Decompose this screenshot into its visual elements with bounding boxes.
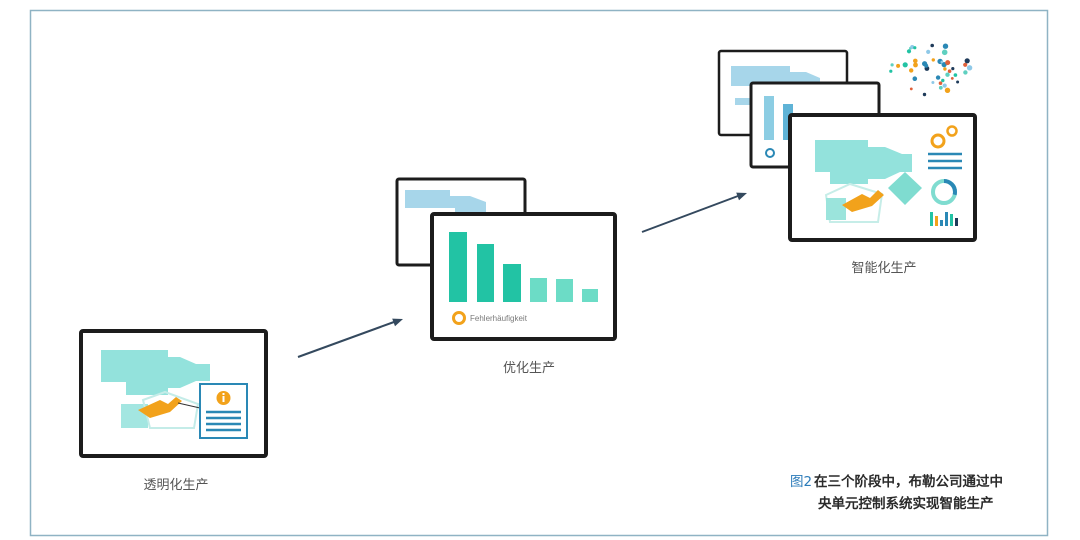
dot: [912, 76, 918, 81]
donut-chart-segment: [931, 179, 957, 205]
gear-icon: [930, 133, 946, 149]
stage3-back-block: [735, 98, 757, 105]
stage3-diamond-shape: [888, 172, 922, 205]
dot: [935, 75, 941, 80]
dot: [902, 62, 908, 68]
dot: [924, 63, 929, 68]
dot: [947, 69, 952, 73]
stage-intelligent-production: 智能化生产: [717, 43, 977, 276]
bar: [530, 278, 547, 302]
stage3-label: 智能化生产: [851, 261, 916, 276]
dot: [938, 81, 943, 85]
small-bar: [945, 212, 948, 226]
dot: [930, 43, 934, 48]
dot: [913, 62, 918, 68]
dot: [922, 92, 927, 97]
dot: [943, 67, 947, 71]
bar: [582, 289, 598, 302]
stage3-machine-block: [826, 198, 846, 220]
stage1-machine-shape: [101, 350, 210, 395]
small-bar: [940, 220, 943, 226]
dot: [963, 62, 968, 67]
dot: [889, 69, 893, 73]
stage3-back-ring: [765, 148, 775, 158]
warning-ring-icon: [452, 311, 466, 325]
stage2-back-machine-shape: [405, 190, 486, 214]
dot: [941, 49, 948, 56]
arrow-head: [392, 318, 403, 327]
stage3-machine-shape: [815, 140, 912, 184]
stage-transparent-production: 透明化生产: [79, 329, 268, 493]
caption-line-2: 央单元控制系统实现智能生产: [818, 495, 994, 512]
dot: [913, 58, 918, 64]
stage-optimized-production: Fehlerhäufigkeit 优化生产: [395, 177, 617, 376]
stage1-info-card: [199, 383, 248, 439]
small-bar: [950, 214, 953, 226]
dot: [940, 60, 944, 64]
small-bar: [935, 216, 938, 226]
dot: [896, 63, 901, 68]
stage2-screen-text: Fehlerhäufigkeit: [470, 314, 528, 323]
dot: [926, 49, 931, 55]
arrow-line: [297, 321, 395, 358]
arrow-stage1-to-stage2: [297, 318, 403, 358]
small-bar: [930, 212, 933, 226]
dot: [963, 70, 968, 75]
dot: [964, 58, 970, 64]
figure-caption: 图2 在三个阶段中，布勒公司通过中 央单元控制系统实现智能生产: [790, 473, 1003, 512]
info-icon-dot: [222, 393, 225, 395]
hand-icon: [138, 397, 182, 418]
dot: [956, 80, 960, 84]
bar-chart-icon: [449, 232, 598, 302]
gear-icon: [946, 125, 958, 137]
dot: [966, 65, 973, 71]
stage1-outline-shape: [141, 390, 200, 429]
dot: [931, 81, 935, 84]
dot: [890, 63, 894, 67]
stage1-label: 透明化生产: [143, 478, 208, 493]
dot: [931, 58, 935, 62]
caption-line-1: 在三个阶段中，布勒公司通过中: [814, 473, 1003, 490]
dot: [945, 72, 950, 77]
dot: [950, 77, 954, 80]
hand-icon: [842, 190, 884, 212]
arrow-line: [641, 195, 739, 233]
bar: [503, 264, 521, 302]
small-bar-chart-icon: [930, 212, 958, 226]
bar: [477, 244, 494, 302]
dot: [913, 46, 917, 50]
dot: [909, 68, 914, 73]
info-icon-stem: [222, 396, 225, 402]
dot: [910, 45, 915, 49]
dot: [942, 43, 949, 49]
bar: [449, 232, 467, 302]
dot: [944, 87, 951, 94]
dot: [938, 85, 943, 90]
stage3-back-bar: [764, 96, 774, 140]
dot: [909, 87, 913, 91]
dot: [942, 83, 947, 88]
dot-cloud-icon: [889, 43, 973, 97]
stage2-label: 优化生产: [503, 361, 555, 376]
bar: [556, 279, 573, 302]
dot: [941, 78, 945, 83]
arrow-head: [736, 192, 747, 201]
dot: [951, 67, 955, 71]
stage1-pointer-line: [177, 402, 201, 409]
caption-figure-label: 图2: [790, 474, 812, 490]
dot: [906, 49, 912, 54]
dot: [953, 73, 958, 77]
small-bar: [955, 218, 958, 226]
dot: [945, 60, 951, 66]
arrow-stage2-to-stage3: [641, 192, 747, 233]
